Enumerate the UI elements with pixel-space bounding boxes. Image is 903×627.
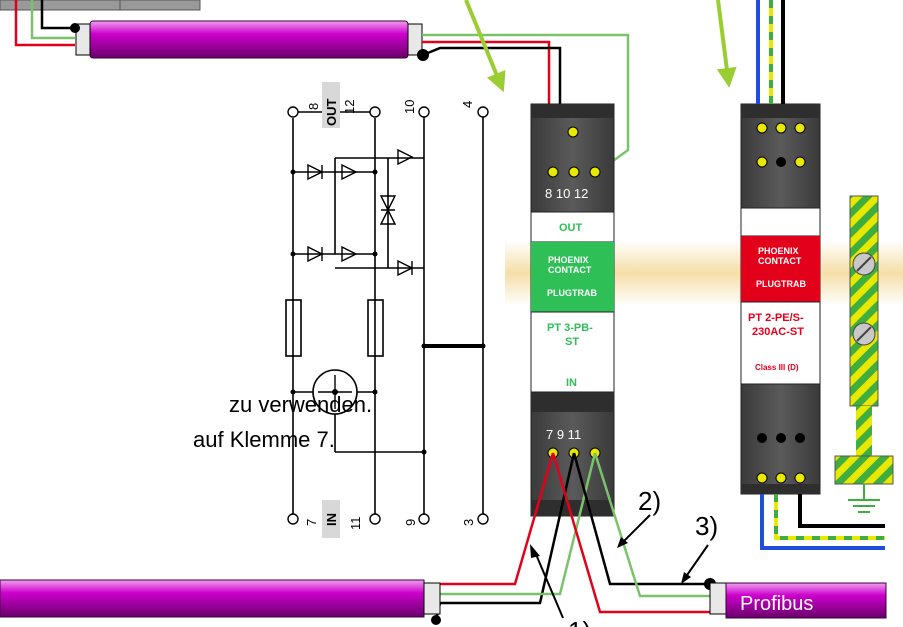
pt2-model-line2: 230AC-ST (752, 326, 804, 338)
pin-4: 4 (460, 101, 475, 108)
module-top-terminal-numbers: 8 10 12 (545, 186, 588, 201)
schematic-dots (290, 169, 486, 455)
pin-8: 8 (306, 103, 321, 110)
pin-labels-bottom: IN 7 11 9 3 (304, 500, 476, 538)
module-out-label: OUT (559, 222, 583, 234)
pin-12: 12 (342, 100, 357, 114)
wire-black-bottom (440, 452, 576, 605)
pointer-arrow (716, 0, 737, 88)
wire-red-profibus (551, 452, 710, 614)
pe-terminal-block[interactable] (834, 195, 894, 513)
wire-red-bottom (440, 452, 555, 586)
wire-red-topleft (14, 0, 75, 47)
pin-9: 9 (403, 519, 418, 526)
schematic (285, 111, 484, 514)
out-label-bg (322, 82, 340, 128)
profibus-cable-bottom (0, 579, 425, 618)
body-text-line2: auf Klemme 7. (193, 427, 335, 452)
body-text-line1: zu verwenden. (229, 392, 372, 417)
out-label: OUT (324, 99, 339, 127)
cable-connector (709, 582, 727, 615)
pt2-brand-line1: PHOENIX (758, 246, 799, 256)
wire-green-profibus (593, 452, 710, 598)
callout-label-2: 2) (638, 486, 661, 516)
wire-black-profibus (572, 452, 710, 586)
wire-black-topleft (40, 0, 75, 30)
pt2-product-line: PLUGTRAB (756, 279, 806, 289)
callout-label-1: 1) (568, 616, 591, 627)
cable-connector (423, 582, 441, 615)
pin-labels-top: OUT 8 12 10 4 (306, 82, 475, 128)
device-box-fragment (0, 0, 121, 11)
wire-blue-out (760, 494, 885, 550)
pin-7: 7 (304, 519, 319, 526)
gas-discharge-tube (312, 369, 358, 415)
wire-pe-out-stripe (774, 494, 885, 540)
module-pt3-pb-st[interactable]: 8 10 12 OUT PHOENIX CONTACT PLUGTRAB PT … (530, 103, 615, 517)
module-model-line2: ST (565, 336, 579, 348)
wire-green-bottom (440, 452, 597, 596)
schematic-terminals (287, 106, 489, 525)
pt2-class-label: Class III (D) (755, 363, 799, 372)
wire-green-topleft (30, 0, 75, 40)
pt2-brand-line2: CONTACT (758, 256, 802, 266)
module-bottom-terminal-numbers: 7 9 11 (546, 427, 581, 442)
diode-symbols (307, 148, 414, 277)
module-brand-line2: CONTACT (548, 265, 592, 275)
profibus-cable-label: Profibus (740, 593, 813, 615)
pointer-arrow (464, 0, 506, 93)
module-pt2-pe-s[interactable]: PHOENIX CONTACT PLUGTRAB PT 2-PE/S- 230A… (740, 103, 821, 495)
profibus-cable-right (725, 582, 887, 619)
callout-label-3: 3) (695, 511, 718, 541)
device-box-fragment-2 (119, 0, 201, 11)
in-label: IN (324, 513, 339, 526)
module-model-line1: PT 3-PB- (547, 322, 593, 334)
cable-connector-left (75, 23, 91, 56)
pt2-model-line1: PT 2-PE/S- (748, 312, 804, 324)
module-product-line: PLUGTRAB (547, 288, 597, 298)
in-label-bg (322, 500, 340, 538)
profibus-cable-top (89, 20, 409, 59)
callout-arrow-1 (534, 551, 564, 619)
module-in-label: IN (566, 377, 577, 389)
wire-black-out (798, 494, 885, 528)
wire-junction-dot (70, 23, 80, 33)
callout-arrow-2 (621, 514, 651, 544)
module-brand-line1: PHOENIX (548, 255, 589, 265)
ground-plate (834, 455, 894, 485)
pin-3: 3 (461, 519, 476, 526)
cable-connector-right (407, 23, 423, 56)
pin-10: 10 (402, 100, 417, 114)
callout-arrow-3 (684, 544, 709, 579)
pin-11: 11 (348, 517, 363, 531)
